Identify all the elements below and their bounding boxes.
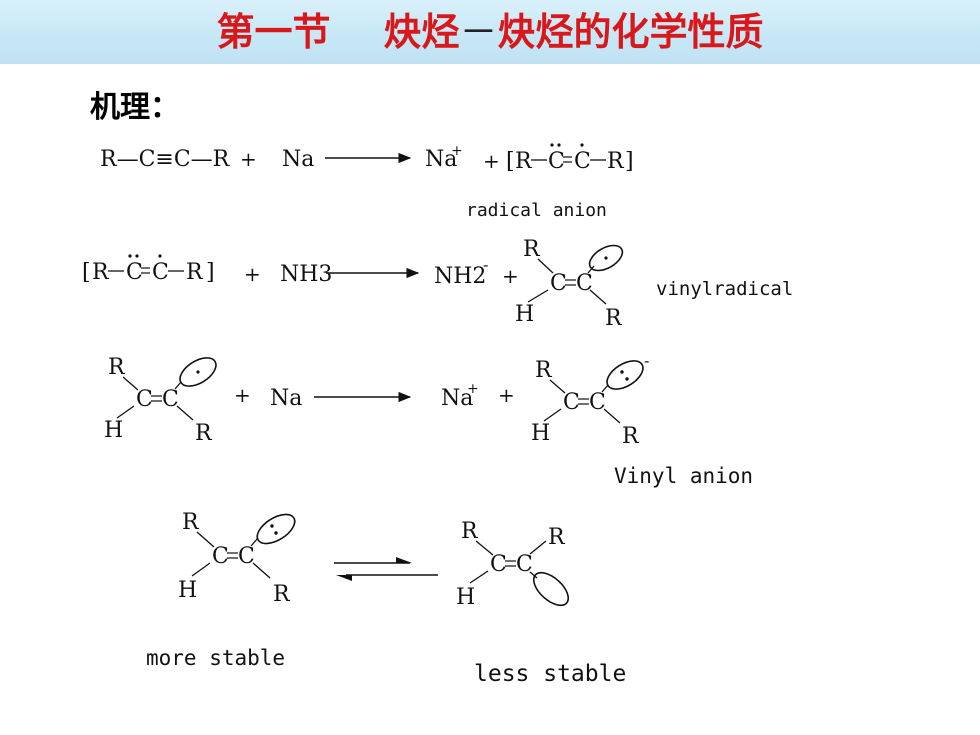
p-orbital xyxy=(179,357,217,387)
equilibrium-arrows xyxy=(334,557,438,581)
cation-charge: + xyxy=(467,381,479,397)
vinyl-anion-caption: Vinyl anion xyxy=(614,464,753,488)
vinyl-anion: R C C H R - xyxy=(531,351,649,449)
carbon-atom: C xyxy=(152,260,169,285)
carbon-atom: C xyxy=(550,271,567,296)
bracket-open: [ xyxy=(82,260,91,285)
reaction-1: R—C≡C—R + Na Na + + [ R C C R ] radical … xyxy=(100,143,634,221)
r-group: R xyxy=(186,260,204,285)
bracket-open: [ xyxy=(506,149,515,174)
r-group: R xyxy=(108,355,126,380)
title-banner xyxy=(0,0,980,64)
r-group: R xyxy=(622,424,640,449)
p-orbital xyxy=(588,244,624,272)
r-group: R xyxy=(548,525,566,550)
r-group: R xyxy=(195,421,213,446)
carbon-atom: C xyxy=(576,271,593,296)
sodium-reagent: Na xyxy=(282,147,314,172)
radical-anion: [ R C C R ] xyxy=(506,143,634,174)
sodium-cation: Na xyxy=(425,147,457,172)
plus-sign: + xyxy=(240,147,257,171)
amide-product: NH2 xyxy=(434,264,486,289)
reaction-3: R C C H R + Na Na + + R C C H xyxy=(104,351,753,488)
p-orbital xyxy=(256,513,296,545)
sodium-cation: Na xyxy=(441,386,473,411)
more-stable-caption: more stable xyxy=(146,646,285,670)
title-subtopic: 炔烃的化学性质 xyxy=(497,10,764,54)
title-separator: － xyxy=(459,10,498,54)
sodium-reagent: Na xyxy=(270,386,302,411)
plus-sign: + xyxy=(244,262,261,286)
plus-sign: + xyxy=(498,383,515,407)
less-stable-caption: less stable xyxy=(474,661,626,687)
carbon-atom: C xyxy=(238,544,255,569)
plus-sign: + xyxy=(483,149,500,173)
more-stable-isomer: R C C H R xyxy=(178,510,296,607)
alkyne-reactant: R—C≡C—R xyxy=(100,147,231,172)
page-title: 第一节 炔烃－炔烃的化学性质 xyxy=(0,4,980,60)
carbon-atom: C xyxy=(212,544,229,569)
carbon-atom: C xyxy=(136,387,153,412)
r-group: R xyxy=(535,358,553,383)
r-group: R xyxy=(515,149,533,174)
carbon-atom: C xyxy=(563,390,580,415)
r-group: R xyxy=(461,519,479,544)
vinyl-radical: R C C H R xyxy=(515,237,624,331)
r-group: R xyxy=(523,237,541,262)
carbon-atom: C xyxy=(574,149,591,174)
hydrogen-atom: H xyxy=(515,302,534,327)
mechanism-label: 机理： xyxy=(90,90,180,125)
reaction-2: [ R C C R ] + NH3 NH2 - + R C C H xyxy=(82,237,793,331)
bracket-close: ] xyxy=(206,260,215,285)
hydrogen-atom: H xyxy=(178,578,197,603)
radical-anion-reactant: [ R C C R ] xyxy=(82,254,215,285)
anion-charge: - xyxy=(644,351,649,370)
cation-charge: + xyxy=(451,143,463,159)
carbon-atom: C xyxy=(126,260,143,285)
radical-anion-caption: radical anion xyxy=(466,200,607,221)
p-orbital xyxy=(606,360,644,390)
bracket-close: ] xyxy=(625,149,634,174)
carbon-atom: C xyxy=(548,149,565,174)
vinyl-radical-reactant: R C C H R xyxy=(104,355,217,446)
amide-charge: - xyxy=(483,255,488,274)
carbon-atom: C xyxy=(162,387,179,412)
title-topic: 炔烃 xyxy=(383,10,460,54)
carbon-atom: C xyxy=(490,552,507,577)
plus-sign: + xyxy=(502,264,519,288)
ammonia-reagent: NH3 xyxy=(280,262,332,287)
r-group: R xyxy=(605,306,623,331)
plus-sign: + xyxy=(234,383,251,407)
r-group: R xyxy=(273,582,291,607)
r-group: R xyxy=(182,510,200,535)
p-orbital xyxy=(532,571,570,607)
r-group: R xyxy=(607,149,625,174)
carbon-atom: C xyxy=(516,552,533,577)
carbon-atom: C xyxy=(589,390,606,415)
hydrogen-atom: H xyxy=(531,421,550,446)
r-group: R xyxy=(92,260,110,285)
hydrogen-atom: H xyxy=(456,585,475,610)
title-section: 第一节 xyxy=(216,10,331,54)
vinyl-radical-caption: vinylradical xyxy=(656,278,793,300)
hydrogen-atom: H xyxy=(104,418,123,443)
equilibrium: R C C H R R C C H xyxy=(146,510,626,687)
less-stable-isomer: R C C H R xyxy=(456,519,570,610)
